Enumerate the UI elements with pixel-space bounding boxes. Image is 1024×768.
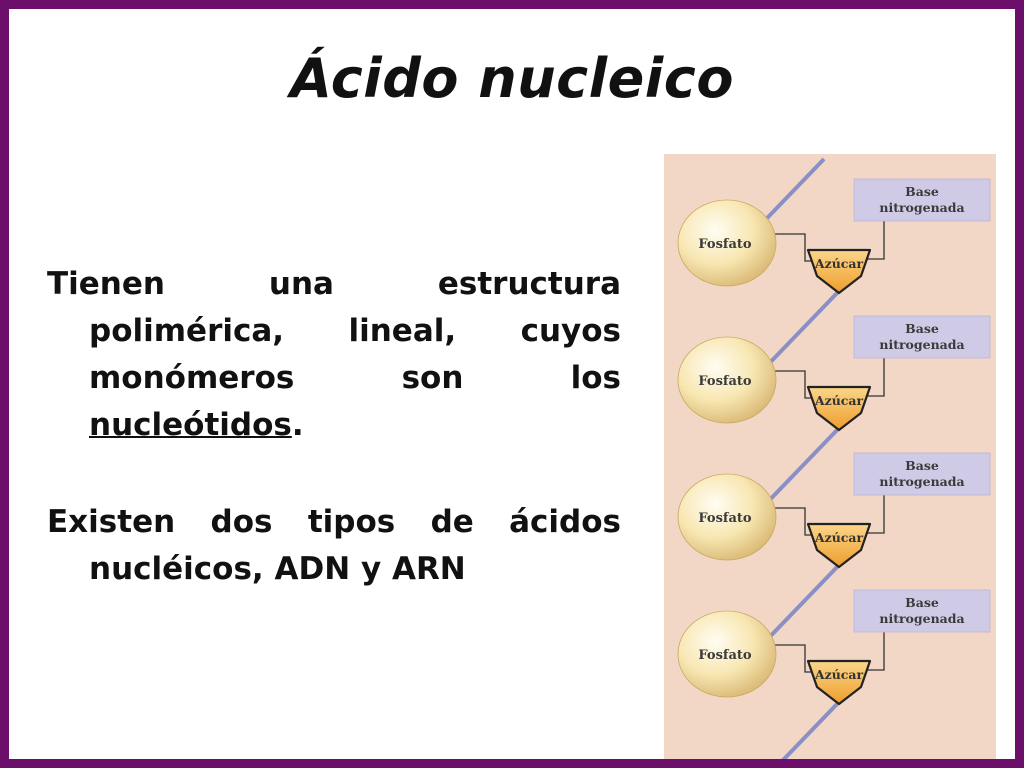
paragraph-types: Existen dos tipos de ácidos nucléicos, A… (47, 504, 621, 587)
sugar-pentagon (806, 522, 872, 569)
sugar-label: Azúcar (814, 256, 864, 271)
base-box (853, 315, 991, 359)
paragraph-structure-text: Tienen una estructura polimérica, lineal… (47, 266, 621, 396)
sugar-label: Azúcar (814, 667, 864, 682)
sugar-base-bond (866, 358, 885, 397)
phosphate-sphere (677, 610, 777, 698)
phosphate-sphere (677, 336, 777, 424)
base-label-line2: nitrogenada (879, 337, 964, 352)
phosphate-sugar-bond (769, 644, 812, 673)
sugar-pentagon (806, 659, 872, 706)
base-box (853, 589, 991, 633)
sugar-base-bond (866, 495, 885, 534)
phosphate-label: Fosfato (698, 648, 752, 663)
sugar-base-bond (866, 632, 885, 671)
sugar-pentagon (806, 385, 872, 432)
sugar-base-bond (866, 221, 885, 260)
backbone-segment (757, 289, 841, 376)
backbone-segment (757, 426, 841, 513)
term-nucleotidos: nucleótidos (89, 407, 292, 443)
phosphate-sphere (677, 199, 777, 287)
base-box (853, 178, 991, 222)
base-label-line1: Base (905, 321, 939, 336)
phosphate-label: Fosfato (698, 511, 752, 526)
paragraph-structure-end: . (291, 407, 304, 443)
backbone-segment (757, 563, 841, 650)
base-label-line2: nitrogenada (879, 474, 964, 489)
base-box (853, 452, 991, 496)
slide-body: Tienen una estructura polimérica, lineal… (47, 261, 621, 643)
nucleotide-chain-svg: FosfatoAzúcarBasenitrogenadaFosfatoAzúca… (664, 154, 996, 759)
phosphate-sugar-bond (769, 507, 812, 536)
sugar-pentagon (806, 248, 872, 295)
base-label-line1: Base (905, 184, 939, 199)
slide-title: Ácido nucleico (290, 47, 734, 110)
base-label-line2: nitrogenada (879, 611, 964, 626)
phosphate-sugar-bond (769, 370, 812, 399)
base-label-line2: nitrogenada (879, 200, 964, 215)
phosphate-label: Fosfato (698, 237, 752, 252)
phosphate-sphere (677, 473, 777, 561)
paragraph-structure: Tienen una estructura polimérica, lineal… (47, 261, 621, 449)
sugar-label: Azúcar (814, 393, 864, 408)
sugar-label: Azúcar (814, 530, 864, 545)
phosphate-sugar-bond (769, 233, 812, 262)
base-label-line1: Base (905, 458, 939, 473)
phosphate-label: Fosfato (698, 374, 752, 389)
base-label-line1: Base (905, 595, 939, 610)
backbone-segment (781, 700, 841, 759)
